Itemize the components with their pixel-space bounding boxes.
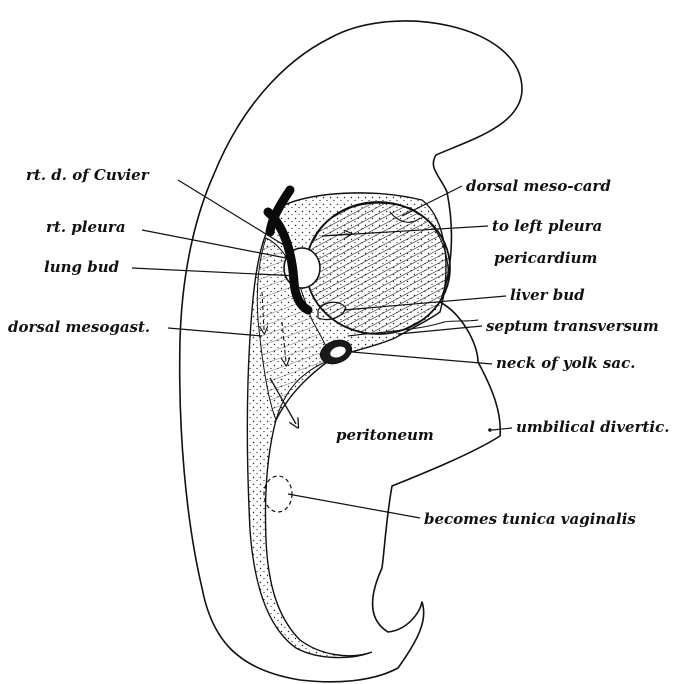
label-rt-d-of-cuvier: rt. d. of Cuvier	[26, 166, 150, 184]
label-rt-pleura: rt. pleura	[46, 218, 126, 236]
leader-neck-of-yolk-sac	[352, 352, 492, 364]
label-liver-bud: liver bud	[510, 286, 585, 304]
label-to-left-pleura: to left pleura	[492, 217, 602, 235]
label-dorsal-meso-card: dorsal meso-card	[466, 177, 611, 195]
leader-umbilical-divertic	[492, 428, 512, 430]
leader-tunica-vaginalis	[288, 494, 420, 518]
label-umbilical-divertic: umbilical divertic.	[516, 418, 669, 436]
umbilical-diverticulum-dot	[488, 428, 492, 432]
label-septum-transversum: septum transversum	[486, 317, 659, 335]
label-peritoneum: peritoneum	[336, 426, 434, 444]
tunica-vaginalis-shape	[264, 476, 292, 512]
label-dorsal-mesogast: dorsal mesogast.	[8, 318, 150, 336]
label-pericardium: pericardium	[494, 249, 597, 267]
label-lung-bud: lung bud	[44, 258, 120, 276]
leader-dorsal-mesogast	[168, 328, 262, 336]
label-neck-of-yolk-sac: neck of yolk sac.	[496, 354, 635, 372]
label-becomes-tunica-vaginalis: becomes tunica vaginalis	[424, 510, 636, 528]
